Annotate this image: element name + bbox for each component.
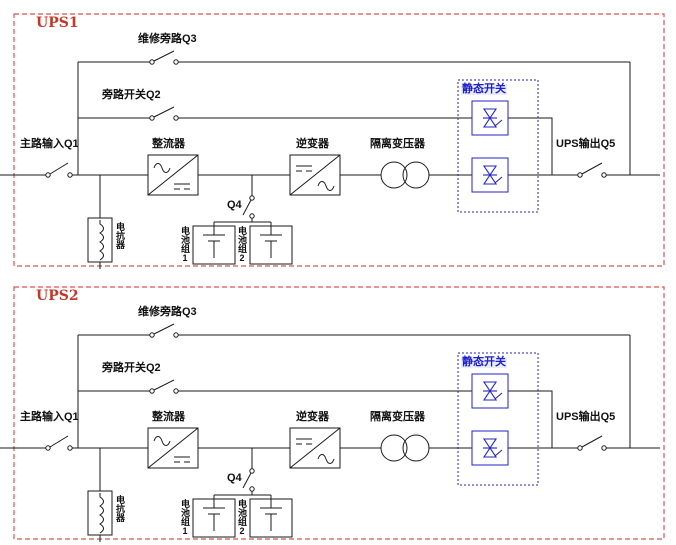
static-switch-block [457, 79, 539, 213]
reactor-label: 电抗器 [115, 495, 125, 522]
bypass-switch-label: 旁路开关Q2 [102, 362, 161, 374]
rectifier-label: 整流器 [152, 411, 185, 423]
q5-switch-symbol [577, 435, 607, 451]
ups2-border [13, 286, 665, 540]
q1-switch-symbol [45, 435, 73, 451]
isolation-transformer-symbol [380, 434, 430, 462]
inverter-symbol [289, 427, 341, 469]
battery-group1-symbol [192, 225, 236, 265]
main-input-label: 主路输入Q1 [20, 411, 79, 423]
q3-switch-symbol [149, 50, 179, 65]
q1-switch-symbol [45, 162, 73, 178]
wires [0, 334, 660, 499]
isolation-transformer-symbol [380, 161, 430, 189]
bypass-switch-label: 旁路开关Q2 [102, 89, 161, 101]
rectifier-label: 整流器 [152, 138, 185, 150]
thyristor-icon-upper [482, 381, 503, 401]
ups2-circuit-drawing [0, 286, 665, 542]
q4-label: Q4 [227, 472, 242, 484]
q4-switch-symbol [242, 195, 255, 219]
main-input-label: 主路输入Q1 [20, 138, 79, 150]
static-switch-label: 静态开关 [461, 83, 507, 95]
static-switch-block [457, 352, 539, 486]
inverter-label: 逆变器 [296, 411, 329, 423]
inverter-label: 逆变器 [296, 138, 329, 150]
q2-switch-symbol [149, 379, 179, 394]
ups2-panel: UPS2 维修旁路Q3 旁路开关Q2 主路输入Q1 整流器 逆变器 隔离变压器 … [0, 281, 676, 545]
rectifier-symbol [147, 154, 199, 196]
isolation-transformer-label: 隔离变压器 [370, 411, 425, 423]
battery-group2-symbol [249, 225, 293, 265]
reactor-label: 电抗器 [115, 222, 125, 249]
static-switch-label: 静态开关 [461, 356, 507, 368]
ups1-title: UPS1 [36, 15, 79, 31]
maintenance-bypass-label: 维修旁路Q3 [138, 33, 197, 45]
q5-switch-symbol [577, 162, 607, 178]
q4-label: Q4 [227, 199, 242, 211]
thyristor-icon-lower [482, 438, 503, 458]
battery-group2-symbol [249, 498, 293, 538]
wires [0, 61, 660, 226]
thyristor-icon-upper [482, 108, 503, 128]
q3-switch-symbol [149, 323, 179, 338]
rectifier-symbol [147, 427, 199, 469]
ups-output-label: UPS输出Q5 [556, 138, 616, 150]
q4-switch-symbol [242, 468, 255, 492]
battery-group2-label: 电池组2 [237, 226, 247, 263]
battery-group1-label: 电池组1 [180, 226, 190, 263]
inverter-symbol [289, 154, 341, 196]
battery-group1-symbol [192, 498, 236, 538]
ups2-title: UPS2 [36, 288, 79, 304]
ups1-circuit-drawing [0, 13, 665, 269]
isolation-transformer-label: 隔离变压器 [370, 138, 425, 150]
battery-group1-label: 电池组1 [180, 499, 190, 536]
reactor-symbol [87, 490, 113, 542]
battery-group2-label: 电池组2 [237, 499, 247, 536]
ups1-border [13, 13, 665, 267]
ups1-panel: UPS1 维修旁路Q3 旁路开关Q2 主路输入Q1 整流器 逆变器 隔离变压器 … [0, 8, 676, 272]
thyristor-icon-lower [482, 165, 503, 185]
maintenance-bypass-label: 维修旁路Q3 [138, 306, 197, 318]
reactor-symbol [87, 217, 113, 269]
q2-switch-symbol [149, 106, 179, 121]
ups-output-label: UPS输出Q5 [556, 411, 616, 423]
